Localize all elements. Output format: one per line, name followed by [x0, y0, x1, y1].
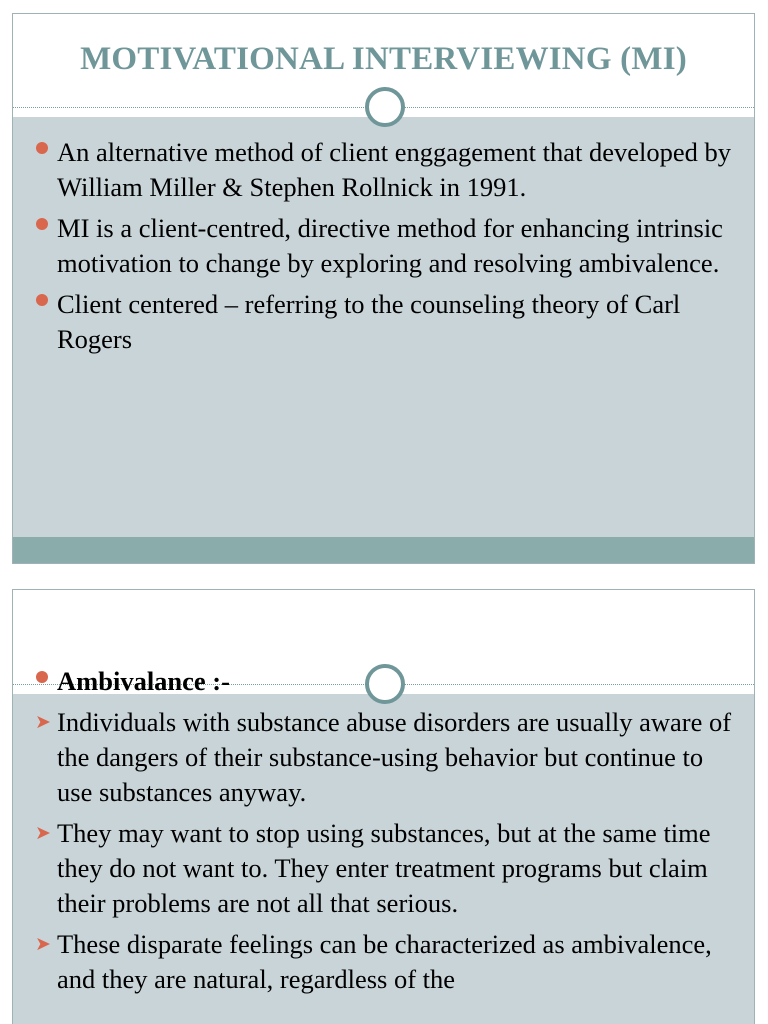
- heading-bullet: Ambivalance :-: [33, 664, 736, 699]
- divider-ring-icon: [365, 664, 405, 704]
- sub-bullet-item: ➤ Individuals with substance abuse disor…: [33, 705, 736, 810]
- bullet-item: MI is a client-centred, directive method…: [33, 211, 736, 281]
- bullet-item: An alternative method of client enggagem…: [33, 135, 736, 205]
- arrow-bullet-icon: ➤: [35, 933, 51, 955]
- slide-2: Ambivalance :- ➤ Individuals with substa…: [12, 589, 755, 1024]
- bullet-text: MI is a client-centred, directive method…: [57, 213, 723, 278]
- arrow-bullet-icon: ➤: [35, 822, 51, 844]
- divider-ring-icon: [365, 87, 405, 127]
- heading-text: Ambivalance :-: [57, 666, 230, 696]
- sub-bullet-text: These disparate feelings can be characte…: [57, 929, 712, 994]
- bullet-list: An alternative method of client enggagem…: [33, 135, 736, 363]
- bullet-text: An alternative method of client enggagem…: [57, 137, 732, 202]
- slide-title: MOTIVATIONAL INTERVIEWING (MI): [80, 41, 687, 77]
- sub-bullet-text: They may want to stop using substances, …: [57, 818, 711, 918]
- arrow-bullet-icon: ➤: [35, 711, 51, 733]
- sub-bullet-text: Individuals with substance abuse disorde…: [57, 707, 732, 807]
- bullet-list: Ambivalance :- ➤ Individuals with substa…: [33, 664, 736, 1003]
- bullet-text: Client centered – referring to the couns…: [57, 289, 681, 354]
- content-band: [13, 694, 754, 1024]
- slide-1: MOTIVATIONAL INTERVIEWING (MI) An altern…: [12, 13, 755, 564]
- sub-bullet-item: ➤ These disparate feelings can be charac…: [33, 927, 736, 997]
- sub-bullet-item: ➤ They may want to stop using substances…: [33, 816, 736, 921]
- content-band: [13, 117, 754, 537]
- footer-bar: [13, 537, 754, 563]
- bullet-item: Client centered – referring to the couns…: [33, 287, 736, 357]
